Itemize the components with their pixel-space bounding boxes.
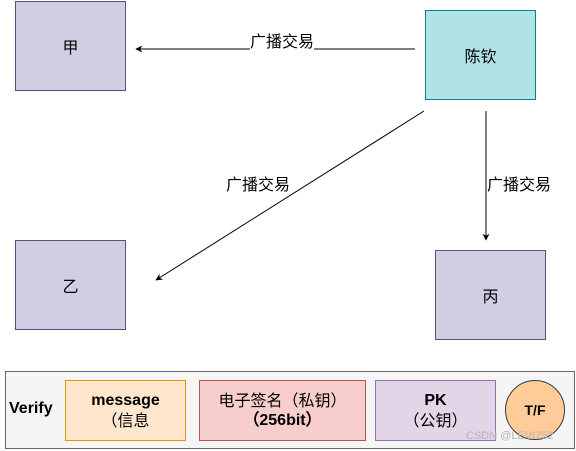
signature-subtitle: （256bit） bbox=[243, 411, 322, 429]
message-subtitle: （信息 bbox=[101, 410, 150, 430]
message-title: message bbox=[91, 391, 160, 409]
node-jia: 甲 bbox=[15, 1, 126, 91]
watermark: CSDN @LEVI752 bbox=[466, 430, 554, 442]
verify-label: Verify bbox=[9, 400, 53, 417]
edge-label-to-bing: 广播交易 bbox=[487, 171, 552, 195]
public-key-title: PK bbox=[424, 391, 447, 409]
public-key-box: PK （公钥） bbox=[375, 380, 496, 441]
arrow-to-yi bbox=[155, 110, 425, 281]
node-yi: 乙 bbox=[15, 240, 126, 330]
message-box: message （信息 bbox=[65, 380, 186, 441]
signature-box: 电子签名（私钥） （256bit） bbox=[199, 380, 366, 441]
edge-label-to-yi: 广播交易 bbox=[226, 171, 291, 195]
result-circle: T/F bbox=[505, 380, 565, 440]
edge-label-to-jia: 广播交易 bbox=[250, 28, 315, 52]
signature-title: 电子签名（私钥） bbox=[218, 390, 347, 410]
node-bing: 丙 bbox=[435, 250, 546, 340]
public-key-subtitle: （公钥） bbox=[403, 410, 468, 430]
node-chenqin: 陈钦 bbox=[425, 10, 536, 100]
